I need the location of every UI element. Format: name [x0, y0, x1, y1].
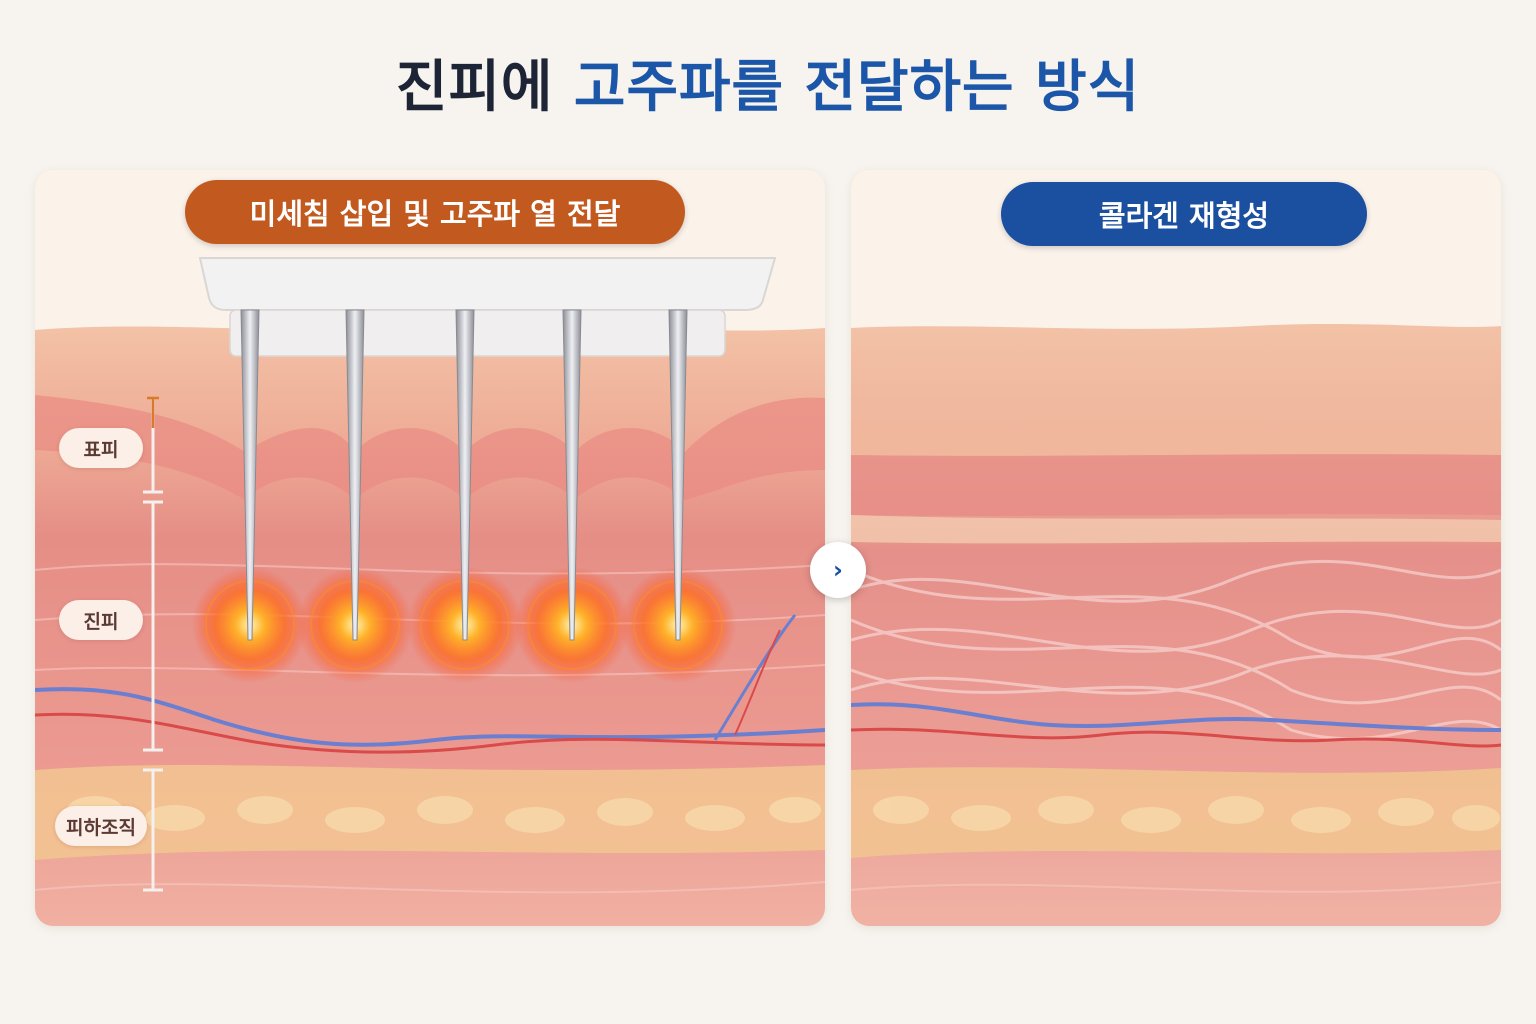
label-hypodermis: 피하조직: [55, 806, 147, 846]
right-panel: 콜라겐 재형성: [851, 170, 1501, 926]
next-button[interactable]: ›: [810, 542, 866, 598]
label-dermis: 진피: [59, 600, 143, 640]
microneedles: [240, 309, 688, 641]
left-panel: 미세침 삽입 및 고주파 열 전달 표피 진피 피하조직: [35, 170, 825, 926]
left-skin-illustration: [35, 257, 825, 926]
right-skin-illustration: [851, 324, 1501, 926]
page-title: 진피에 고주파를 전달하는 방식: [0, 42, 1536, 123]
chevron-right-icon: ›: [833, 556, 843, 584]
title-part1: 진피에: [395, 55, 554, 120]
right-panel-heading: 콜라겐 재형성: [1001, 182, 1367, 246]
label-epidermis: 표피: [59, 428, 143, 468]
left-panel-heading: 미세침 삽입 및 고주파 열 전달: [185, 180, 685, 244]
title-part2: 고주파를 전달하는 방식: [573, 55, 1141, 120]
